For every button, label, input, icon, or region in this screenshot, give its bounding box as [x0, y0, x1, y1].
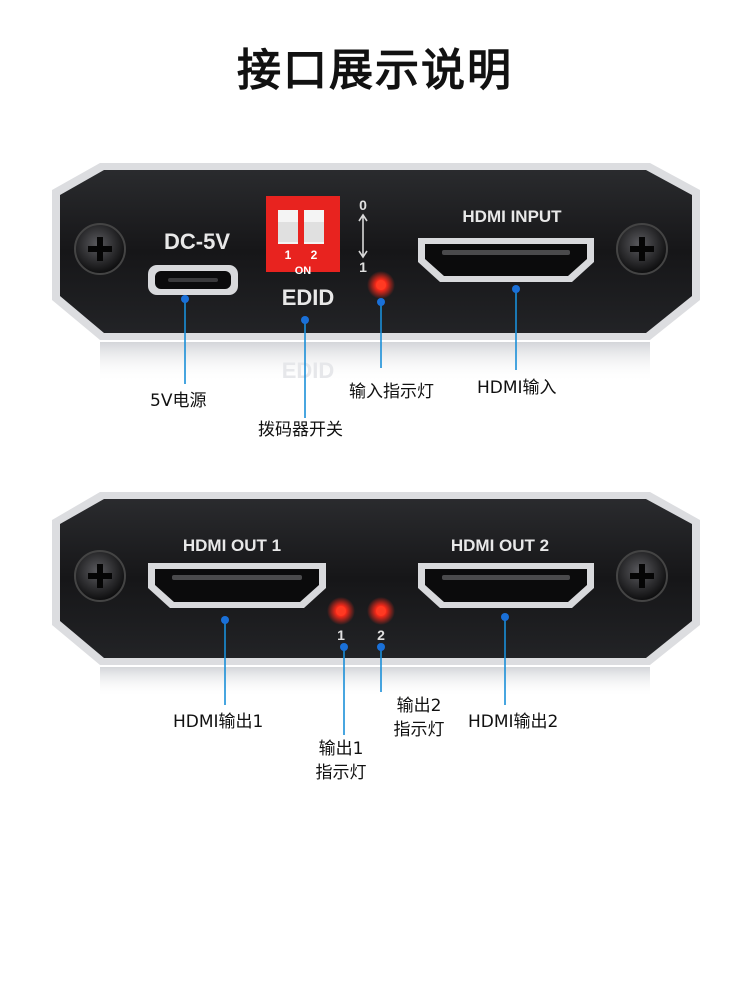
callout-out2-led-line1: 输出2	[396, 696, 442, 716]
dip-scale-bottom: 1	[359, 259, 367, 275]
edid-reflection-text: EDID	[282, 358, 335, 383]
callout-out1-led: 输出1 指示灯	[306, 737, 376, 785]
dip-on-text: ON	[295, 265, 312, 277]
hdmi-out2-port	[418, 563, 594, 608]
callout-out1-led-line2: 指示灯	[315, 763, 367, 783]
callout-dip-switch: 拨码器开关	[258, 420, 343, 440]
callout-power: 5V电源	[150, 391, 207, 411]
page-title: 接口展示说明	[237, 45, 513, 96]
out2-led	[376, 606, 386, 616]
hdmi-out2-label: HDMI OUT 2	[451, 536, 549, 555]
hdmi-input-port	[418, 238, 594, 282]
dip-number-2: 2	[311, 248, 318, 262]
hdmi-out1-port	[148, 563, 326, 608]
output-panel: HDMI OUT 1 HDMI OUT 2 1 2	[52, 492, 700, 697]
dip-scale-arrow-icon	[358, 213, 368, 259]
edid-label: EDID	[282, 285, 335, 310]
dip-switch	[266, 196, 340, 272]
callout-hdmi-out1: HDMI输出1	[173, 712, 264, 732]
output-panel-face	[60, 499, 692, 658]
screw-icon	[74, 223, 126, 275]
input-callouts	[184, 289, 517, 418]
callout-out2-led: 输出2 指示灯	[384, 694, 454, 742]
hdmi-out1-label: HDMI OUT 1	[183, 536, 281, 555]
dip-number-1: 1	[285, 248, 292, 262]
input-callout-dots	[181, 285, 520, 324]
input-panel: EDID DC-5V 1 2 ON 0 1	[52, 163, 700, 383]
input-panel-face	[60, 170, 692, 333]
screw-icon	[74, 550, 126, 602]
output-panel-reflection	[100, 667, 650, 697]
dc-5v-label: DC-5V	[164, 229, 230, 254]
callout-hdmi-in: HDMI输入	[477, 378, 557, 398]
output-callouts	[224, 617, 506, 735]
hdmi-input-label: HDMI INPUT	[462, 207, 562, 226]
output-callout-dots	[221, 613, 509, 651]
dip-scale-top: 0	[359, 197, 367, 213]
callout-input-led: 输入指示灯	[349, 382, 434, 402]
callout-out2-led-line2: 指示灯	[393, 720, 445, 740]
out1-led-number: 1	[337, 627, 345, 643]
input-led	[376, 280, 386, 290]
callout-out1-led-line1: 输出1	[318, 739, 364, 759]
out1-led	[336, 606, 346, 616]
screw-icon	[616, 223, 668, 275]
screw-icon	[616, 550, 668, 602]
callout-hdmi-out2: HDMI输出2	[468, 712, 559, 732]
input-panel-reflection	[100, 342, 650, 382]
micro-usb-port	[148, 265, 238, 295]
out2-led-number: 2	[377, 627, 385, 643]
